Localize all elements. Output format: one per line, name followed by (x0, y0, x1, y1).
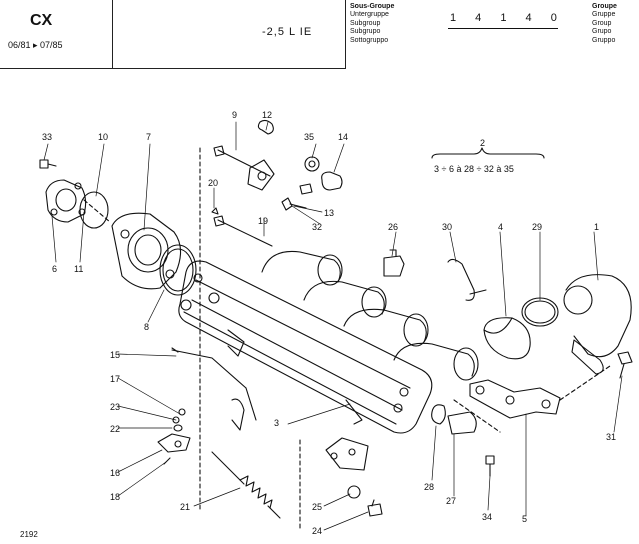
fasteners-top (39, 119, 405, 277)
callout-29: 29 (532, 222, 542, 232)
model-label: CX (30, 12, 53, 29)
lower-linkage (157, 347, 257, 465)
subgroup-label-it: Sottogruppo (350, 36, 389, 44)
subgroup-label-es: Subgrupo (350, 28, 381, 36)
callout-34: 34 (482, 512, 492, 522)
callout-22: 22 (110, 424, 120, 434)
callout-28: 28 (424, 482, 434, 492)
callout-25: 25 (312, 502, 322, 512)
return-spring (211, 451, 281, 519)
callout-12: 12 (262, 110, 272, 120)
group-label-de: Gruppe (592, 11, 616, 19)
callout-9: 9 (232, 110, 237, 120)
group-label-es: Grupo (592, 28, 612, 36)
callout-21: 21 (180, 502, 190, 512)
callout-30: 30 (442, 222, 452, 232)
bracket-plate (325, 437, 383, 517)
callout-26: 26 (388, 222, 398, 232)
subgroup-code: 1 4 1 4 0 (450, 12, 565, 24)
engine-label: -2,5 L IE (262, 26, 313, 38)
callout-35: 35 (304, 132, 314, 142)
subgroup-label-de: Untergruppe (350, 11, 389, 19)
callout-23: 23 (110, 402, 120, 412)
leader-lines (43, 121, 623, 531)
code-underline (448, 28, 558, 29)
callout-17: 17 (110, 374, 120, 384)
callout-labels: 1 2 3 ÷ 6 à 28 ÷ 32 à 35 3 4 5 6 7 8 9 1… (42, 110, 616, 536)
callout-11: 11 (74, 264, 83, 274)
callout-13: 13 (324, 208, 334, 218)
callout-6: 6 (52, 264, 57, 274)
callout-3: 3 (274, 418, 279, 428)
date-range: 06/81 ▸ 07/85 (8, 40, 63, 50)
assembly-bracket (431, 147, 545, 159)
callout-31: 31 (606, 432, 616, 442)
intake-manifold (178, 250, 479, 434)
plate-number: 2192 (20, 530, 38, 539)
subgroup-label-fr: Sous-Groupe (350, 3, 395, 10)
callout-2: 2 (480, 138, 485, 148)
subgroup-label-en: Subgroup (350, 19, 381, 27)
callout-7: 7 (146, 132, 151, 142)
callout-2-range: 3 ÷ 6 à 28 ÷ 32 à 35 (434, 164, 514, 174)
model-box: CX 06/81 ▸ 07/85 (0, 0, 113, 69)
callout-19: 19 (258, 216, 268, 226)
callout-5: 5 (522, 514, 527, 524)
engine-box: -2,5 L IE (112, 0, 346, 69)
group-label-it: Gruppo (592, 36, 616, 44)
header-block: CX 06/81 ▸ 07/85 -2,5 L IE Sous-Groupe U… (0, 0, 639, 72)
throttle-body-group (45, 179, 197, 296)
callout-4: 4 (498, 222, 503, 232)
subgroup-labels: Sous-Groupe Untergruppe Subgroup Subgrup… (350, 3, 394, 45)
group-labels: Groupe Gruppe Group Grupo Gruppo (592, 3, 617, 45)
callout-8: 8 (144, 322, 149, 332)
callout-18: 18 (110, 492, 120, 502)
callout-1: 1 (594, 222, 599, 232)
callout-32: 32 (312, 222, 322, 232)
callout-24: 24 (312, 526, 322, 536)
callout-15: 15 (110, 350, 120, 360)
callout-27: 27 (446, 496, 456, 506)
assembly-lines (83, 147, 611, 531)
right-side-parts (431, 258, 633, 477)
callout-10: 10 (98, 132, 108, 142)
group-label-en: Group (592, 19, 612, 27)
callout-14: 14 (338, 132, 348, 142)
callout-33: 33 (42, 132, 52, 142)
group-label-fr: Groupe (592, 3, 617, 10)
callout-20: 20 (208, 178, 218, 188)
callout-16: 16 (110, 468, 120, 478)
